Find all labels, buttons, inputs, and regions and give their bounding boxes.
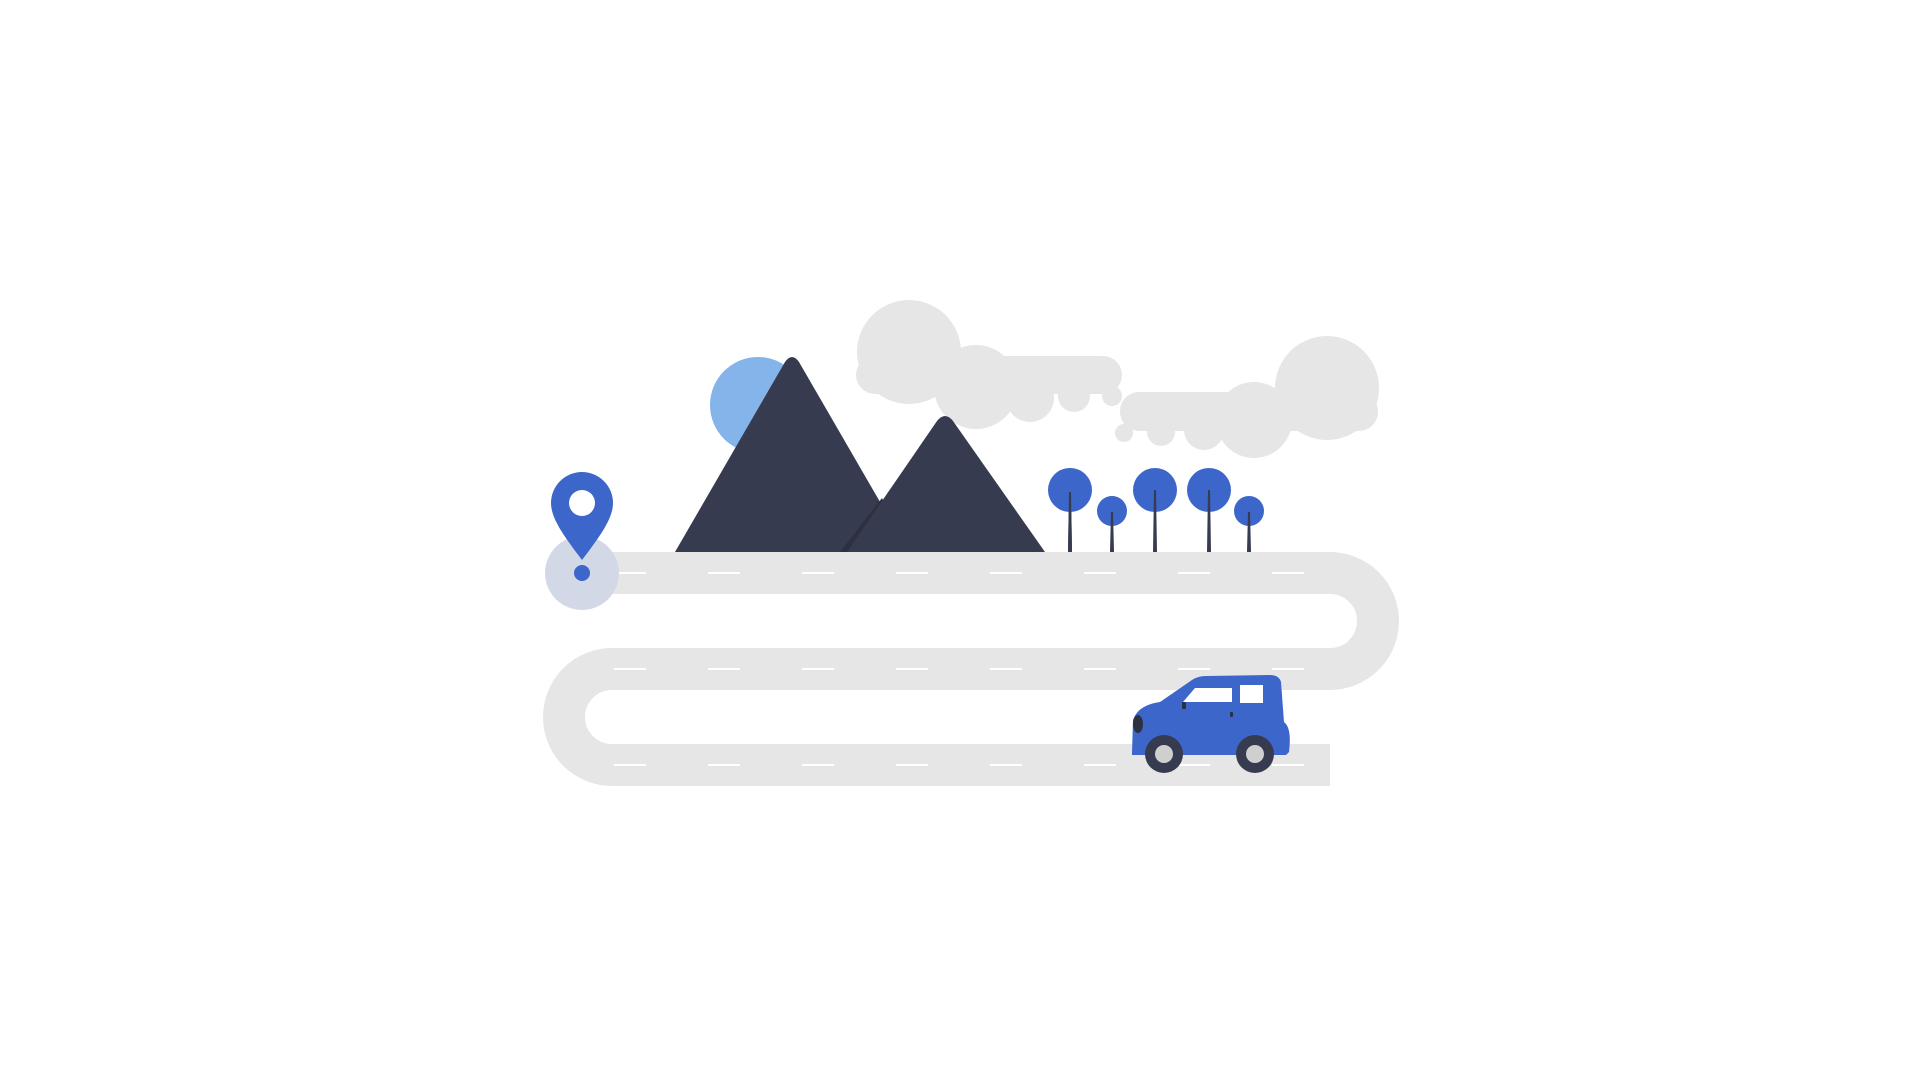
tree-icon: [1048, 468, 1092, 552]
car-wheel-front: [1145, 735, 1183, 773]
cloud-icon-right: [1115, 336, 1379, 458]
winding-road: [543, 552, 1399, 786]
cloud-icon-left: [856, 300, 1122, 429]
tree-icon: [1133, 468, 1177, 552]
tree-row: [1048, 468, 1264, 552]
tree-icon: [1097, 496, 1127, 552]
location-pin-icon: [545, 472, 619, 610]
car-wheel-rear: [1236, 735, 1274, 773]
road-lane-markings: [614, 572, 1318, 766]
mountain-icon: [675, 357, 1045, 552]
tree-icon: [1187, 468, 1231, 552]
car-icon: [1132, 675, 1290, 773]
tree-icon: [1234, 496, 1264, 552]
